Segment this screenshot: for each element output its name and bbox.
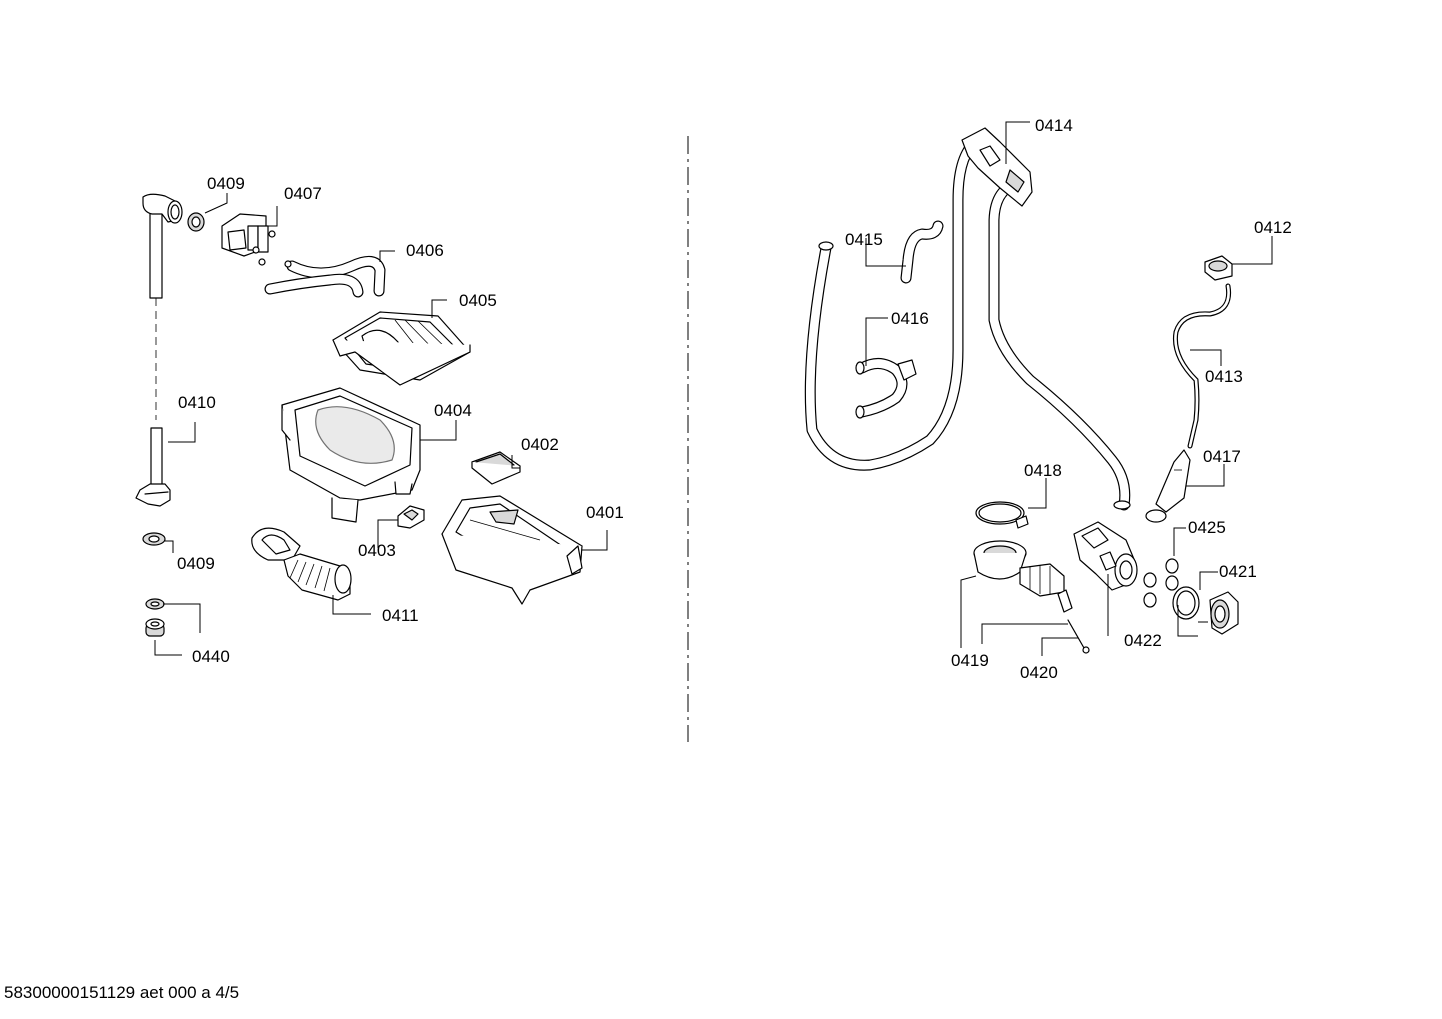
part-0421-filter [1172, 586, 1239, 635]
part-0412-pressure-switch [1204, 255, 1233, 281]
label-0416: 0416 [891, 309, 929, 328]
label-0404: 0404 [434, 401, 472, 420]
label-0412: 0412 [1254, 218, 1292, 237]
label-0411: 0411 [382, 606, 419, 625]
part-0419-sump [973, 540, 1073, 613]
label-0415: 0415 [845, 230, 883, 249]
document-id: 58300000151129 aet 000 a 4/5 [4, 983, 239, 1002]
label-0417: 0417 [1203, 447, 1241, 466]
part-0425-seals [1143, 558, 1179, 608]
part-0403-siphon-cap [397, 505, 425, 529]
part-0405-dispenser-top [332, 311, 471, 386]
part-0407-inlet-valve [221, 213, 276, 266]
right-leader-lines [865, 121, 1273, 656]
label-0419: 0419 [951, 651, 989, 670]
label-0401: 0401 [586, 503, 624, 522]
part-0409-seal-upper [187, 212, 205, 232]
part-0406-hoses [264, 255, 386, 298]
left-leader-lines [154, 193, 608, 656]
label-0420: 0420 [1020, 663, 1058, 682]
part-0418-clamp [975, 501, 1029, 529]
part-0422-drain-pump [1073, 521, 1138, 591]
label-0405: 0405 [459, 291, 497, 310]
part-0410-upper-elbow [142, 193, 183, 420]
label-0406: 0406 [406, 241, 444, 260]
part-0415-hose [900, 220, 944, 284]
label-0413: 0413 [1205, 367, 1243, 386]
label-0403: 0403 [358, 541, 396, 560]
label-0409-lower: 0409 [177, 554, 215, 573]
label-0409-upper: 0409 [207, 174, 245, 193]
label-0407: 0407 [284, 184, 322, 203]
part-0420-bolt [1067, 619, 1090, 654]
part-0410-lower-connector [135, 427, 171, 507]
label-0421: 0421 [1219, 562, 1257, 581]
label-0418: 0418 [1024, 461, 1062, 480]
part-0404-dispenser-housing [281, 387, 421, 523]
label-0425: 0425 [1188, 518, 1226, 537]
part-0416-hose-bend [855, 358, 917, 419]
part-0409-seal-lower [142, 532, 166, 546]
part-0440-seals [145, 598, 165, 637]
label-0402: 0402 [521, 435, 559, 454]
part-0411-bellows-hose [251, 527, 352, 601]
label-0410: 0410 [178, 393, 216, 412]
label-0440: 0440 [192, 647, 230, 666]
part-0401-drawer [441, 495, 583, 605]
part-0402-cover [471, 451, 521, 485]
part-0414-tube [804, 127, 1131, 511]
part-0417-air-trap [1145, 449, 1191, 523]
part-0413-pressure-hose [1172, 283, 1232, 449]
label-0414: 0414 [1035, 116, 1073, 135]
label-0422: 0422 [1124, 631, 1162, 650]
